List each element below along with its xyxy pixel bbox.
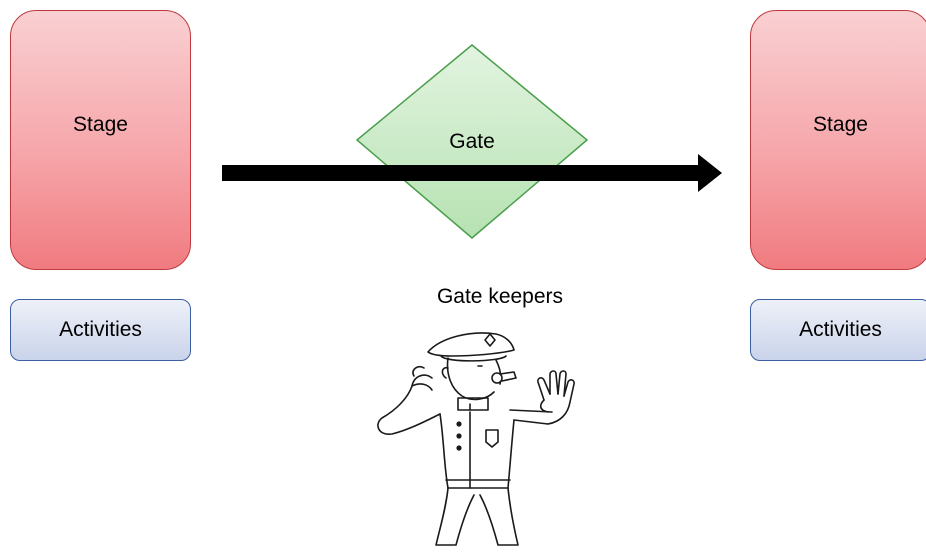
gate-diamond — [355, 44, 589, 239]
right-stage-box: Stage — [750, 10, 926, 270]
police-officer-icon — [377, 332, 575, 546]
flow-arrow — [222, 154, 722, 192]
right-stage-label: Stage — [813, 113, 868, 136]
right-activities-label: Activities — [799, 318, 882, 341]
left-stage-label: Stage — [73, 113, 128, 136]
right-activities-box: Activities — [750, 299, 926, 361]
gate-label: Gate — [449, 130, 495, 153]
gate-keepers-label: Gate keepers — [436, 285, 564, 308]
left-activities-label: Activities — [59, 318, 142, 341]
left-stage-box: Stage — [10, 10, 191, 270]
left-activities-box: Activities — [10, 299, 191, 361]
